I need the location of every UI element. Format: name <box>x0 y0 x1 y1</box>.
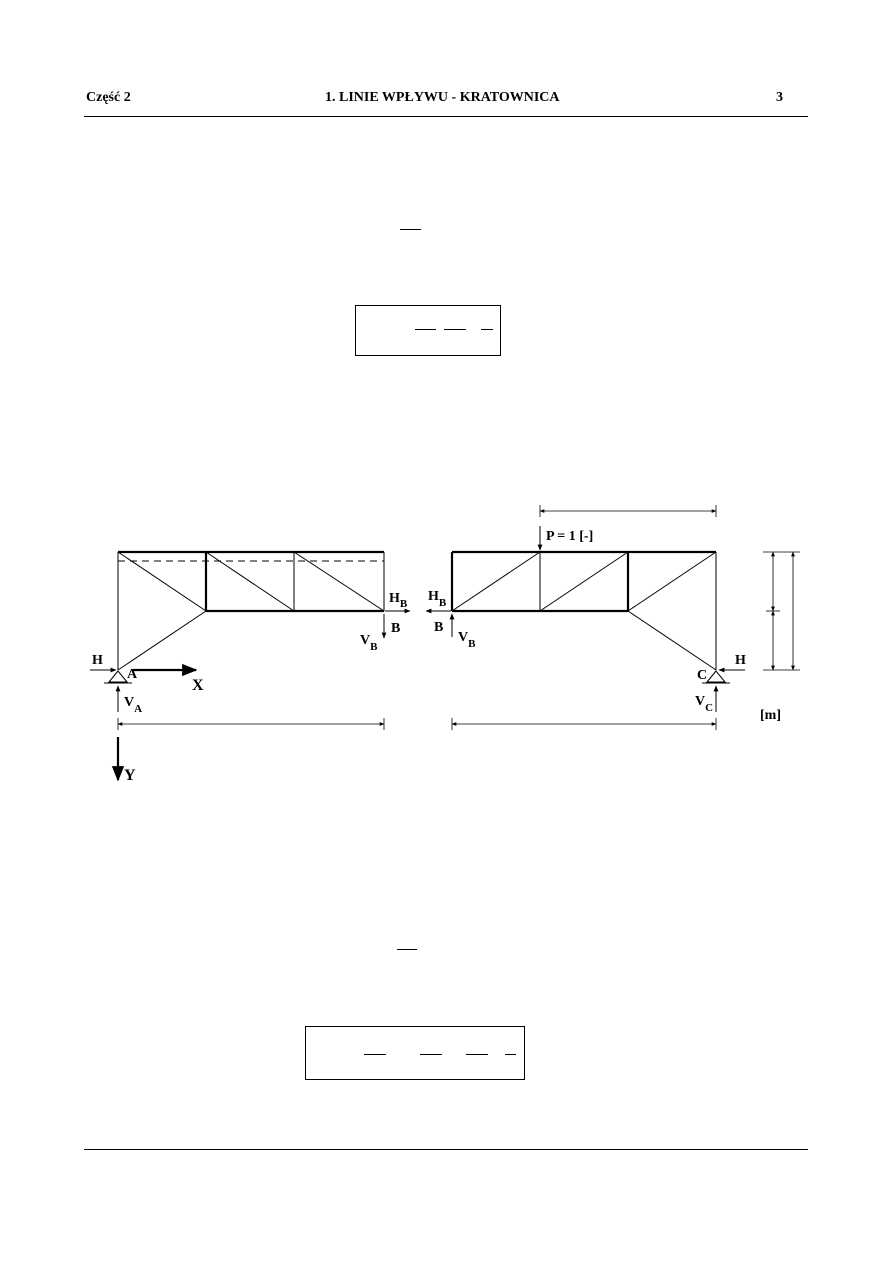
label-load-p: P = 1 [-] <box>546 529 593 544</box>
label-hb-left: HB <box>389 591 408 610</box>
result-box-1 <box>355 305 501 356</box>
header-title: 1. LINIE WPŁYWU - KRATOWNICA <box>325 90 560 105</box>
support-a-icon <box>104 670 132 684</box>
label-b-left: B <box>391 621 400 636</box>
label-axis-y: Y <box>124 767 136 784</box>
label-units: [m] <box>760 708 781 723</box>
result-box-2 <box>305 1026 525 1080</box>
right-truss <box>450 550 717 671</box>
header-part: Część 2 <box>86 90 131 105</box>
label-node-c: C <box>697 668 707 683</box>
fraction-bar <box>505 1054 516 1055</box>
label-vb-left: VB <box>360 633 378 653</box>
label-node-a: A <box>127 667 138 682</box>
label-axis-x: X <box>192 677 204 694</box>
footer-rule <box>84 1149 808 1150</box>
label-vc: VC <box>695 694 713 714</box>
label-va: VA <box>124 695 142 715</box>
fraction-bar <box>466 1054 488 1055</box>
label-h-left: H <box>92 653 103 668</box>
dimension-lines <box>117 505 800 730</box>
fraction-bar <box>481 329 493 330</box>
fraction-bar <box>397 949 417 950</box>
support-c-icon <box>702 670 730 684</box>
page-number: 3 <box>776 90 783 105</box>
fraction-bar <box>364 1054 386 1055</box>
label-h-right: H <box>735 653 746 668</box>
label-vb-right: VB <box>458 630 476 650</box>
label-hb-right: HB <box>428 589 447 609</box>
header-rule <box>84 116 808 117</box>
label-b-right: B <box>434 620 443 635</box>
fraction-bar <box>444 329 466 330</box>
fraction-bar <box>400 229 421 230</box>
coordinate-axes <box>111 663 198 782</box>
left-truss <box>117 550 385 671</box>
fraction-bar <box>415 329 436 330</box>
force-arrows <box>90 526 745 712</box>
fraction-bar <box>420 1054 442 1055</box>
